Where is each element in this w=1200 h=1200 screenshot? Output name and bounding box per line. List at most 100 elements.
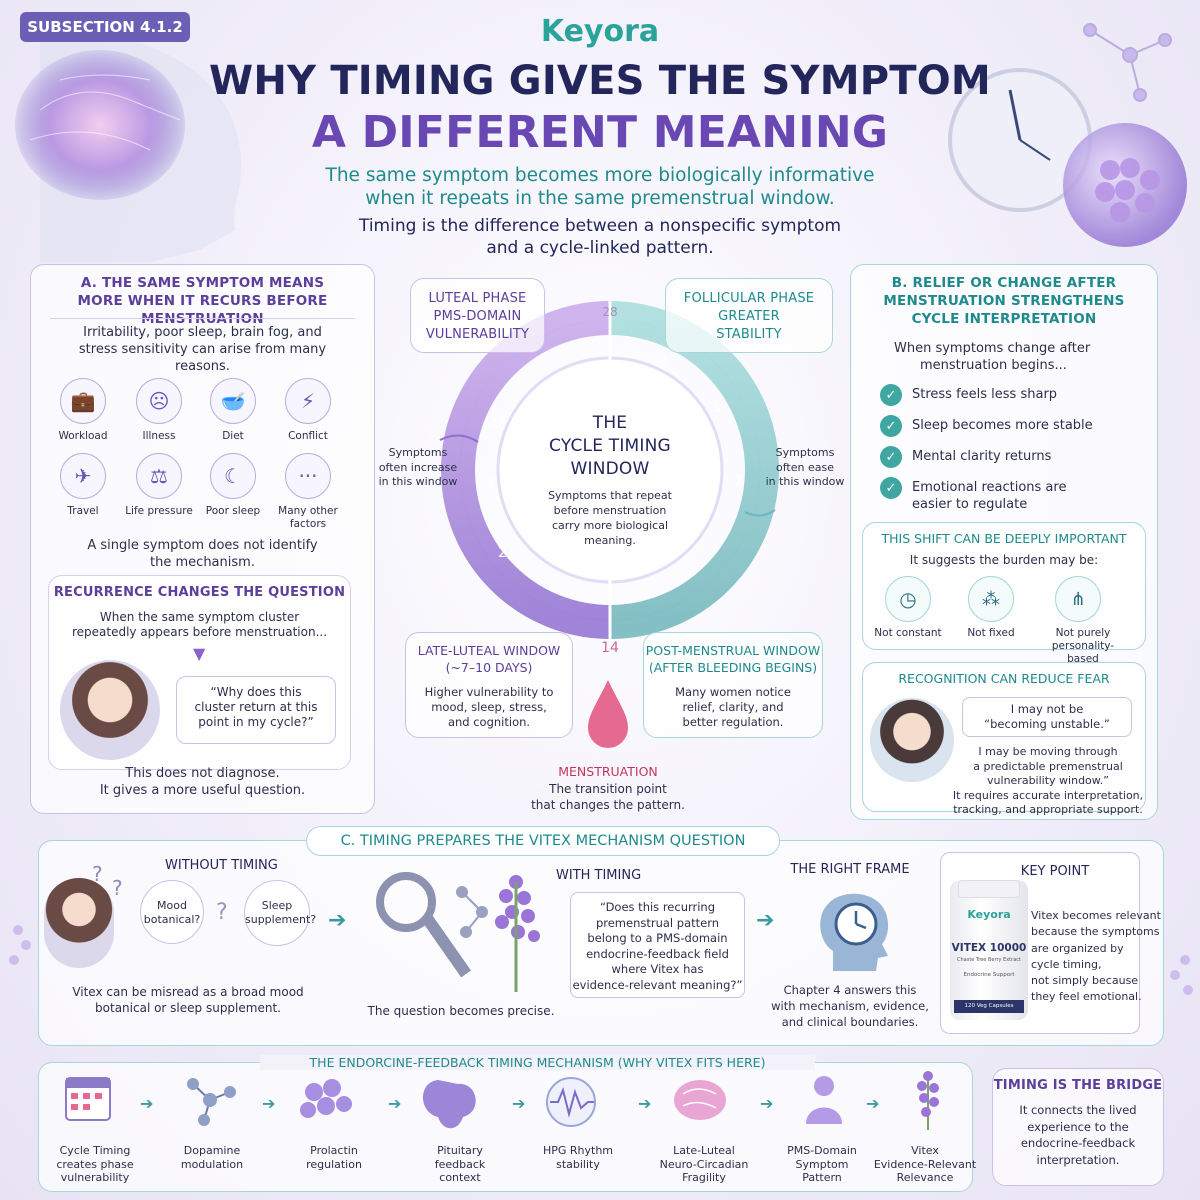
clock-icon: ◷ — [885, 576, 931, 622]
step1-line-3: vulnerability — [60, 1171, 130, 1184]
section-c-title: C. TIMING PREPARES THE VITEX MECHANISM Q… — [340, 833, 746, 849]
section-a-footer-1: This does not diagnose. — [125, 766, 280, 781]
without-timing-title: WITHOUT TIMING — [165, 858, 278, 873]
section-a-note: A single symptom does not identify the m… — [40, 537, 365, 571]
follicular-phase-box — [665, 278, 833, 353]
section-a-intro-2: stress sensitivity can arise from many — [78, 342, 327, 357]
step5-line-1: HPG Rhythm — [542, 1144, 614, 1157]
step4-line-1: Pituitary — [437, 1144, 483, 1157]
step4-line-3: context — [439, 1171, 481, 1184]
key-lavender-icon — [376, 872, 540, 992]
moon-icon: ☾ — [210, 453, 256, 499]
right-note-1: Symptoms — [775, 446, 835, 459]
question-precise-label: The question becomes precise. — [367, 1004, 555, 1018]
check-item-sleep: ✓Sleep becomes more stable — [880, 415, 1093, 437]
page-title: WHY TIMING GIVES THE SYMPTOM — [150, 58, 1050, 104]
luteal-line-2: PMS-DOMAIN — [433, 309, 522, 324]
post-desc-1: Many women notice — [675, 685, 791, 699]
follicular-line-2: GREATER — [718, 309, 780, 324]
center-desc-1: Symptoms that repeat — [548, 489, 672, 502]
check-icon: ✓ — [880, 384, 902, 406]
center-desc-3: carry more biological — [551, 519, 669, 532]
bubble1-line-1: Mood — [157, 899, 187, 912]
arrow-right-icon: ➔ — [140, 1094, 154, 1113]
mechanism-step-8: Vitex Evidence-Relevant Relevance — [870, 1144, 980, 1185]
late-luteal-title: LATE-LUTEAL WINDOW (~7–10 DAYS) — [405, 642, 573, 676]
fear-title: RECOGNITION CAN REDUCE FEAR — [898, 671, 1110, 686]
icon-label-illness: Illness — [142, 430, 176, 442]
day-2: 2 — [658, 354, 668, 369]
icon-label-many-other-2: factors — [289, 518, 327, 530]
key-desc-3: are organized by — [1031, 941, 1124, 955]
center-title-1: THE — [592, 413, 628, 433]
with-q-1: “Does this recurring — [599, 900, 716, 914]
key-point-desc: Vitex becomes relevant because the sympt… — [1031, 908, 1161, 1006]
without-timing-desc: Vitex can be misread as a broad mood bot… — [60, 984, 316, 1016]
right-note-2: often ease — [776, 460, 834, 474]
title-line-2: A DIFFERENT MEANING — [311, 107, 889, 158]
right-frame-desc: Chapter 4 answers this with mechanism, e… — [770, 982, 930, 1030]
bottle-caps: 120 Veg Capsules — [954, 1000, 1024, 1013]
head-clock-icon — [820, 893, 889, 971]
late-luteal-box — [405, 632, 573, 738]
shift-label-constant: Not constant — [874, 627, 942, 639]
mechanism-title: THE ENDORCINE-FEEDBACK TIMING MECHANISM … — [260, 1055, 815, 1070]
step2-line-1: Dopamine — [183, 1144, 241, 1157]
step3-line-1: Prolactin — [310, 1144, 358, 1157]
bottle-sub: Chaste Tree Berry Extract — [957, 957, 1021, 963]
mechanism-step-5: HPG Rhythm stability — [523, 1144, 633, 1171]
network-icon: ⁂ — [968, 576, 1014, 622]
quote-bubble: “Why does this cluster return at this po… — [176, 676, 336, 744]
logo-text: Keyora — [540, 14, 660, 49]
post-menstrual-box — [643, 632, 823, 738]
mechanism-step-3: Prolactin regulation — [279, 1144, 389, 1171]
check-text-emotional-1: Emotional reactions are — [912, 480, 1067, 495]
center-desc-2: before menstruation — [553, 504, 667, 517]
step3-line-2: regulation — [306, 1157, 362, 1171]
late-luteal-desc: Higher vulnerability to mood, sleep, str… — [405, 685, 573, 730]
check-icon: ✓ — [880, 446, 902, 468]
fear-line-1: I may be moving through — [978, 745, 1118, 758]
recurrence-desc: When the same symptom cluster repeatedly… — [48, 610, 351, 640]
with-timing-title: WITH TIMING — [556, 868, 642, 883]
day-24-lower: 24 — [475, 474, 495, 492]
section-b-title-1: B. RELIEF OR CHANGE AFTER — [891, 275, 1117, 291]
subtitle2-line-1: Timing is the difference between a nonsp… — [358, 216, 842, 236]
recurrence-desc-1: When the same symptom cluster — [99, 610, 300, 624]
step8-line-3: Relevance — [896, 1171, 954, 1184]
arrow-right-icon: ➔ — [328, 908, 347, 933]
fear-desc: I may be moving through a predictable pr… — [938, 745, 1158, 818]
luteal-line-3: VULNERABILITY — [425, 327, 530, 342]
menstruation-desc: The transition point that changes the pa… — [505, 781, 711, 813]
illness-icon: ☹ — [136, 378, 182, 424]
icon-label-life-pressure: Life pressure — [125, 505, 193, 517]
with-q-4: endocrine-feedback field — [586, 946, 729, 961]
section-b-title: B. RELIEF OR CHANGE AFTER MENSTRUATION S… — [850, 274, 1158, 328]
right-frame-title: THE RIGHT FRAME — [790, 862, 910, 877]
branch-icon: ⋔ — [1055, 576, 1101, 622]
late-desc-1: Higher vulnerability to — [424, 685, 554, 699]
late-title-1: LATE-LUTEAL WINDOW — [417, 643, 561, 658]
day-24-upper: 24 — [487, 412, 507, 430]
fear-line-5: tracking, and appropriate support. — [953, 803, 1143, 816]
post-title-2: (AFTER BLEEDING BEGINS) — [648, 660, 818, 675]
follicular-line-1: FOLLICULAR PHASE — [683, 291, 815, 306]
mens-desc-1: The transition point — [549, 782, 667, 796]
center-title-2: CYCLE TIMING — [549, 436, 671, 456]
with-q-6: evidence-relevant meaning?” — [572, 977, 743, 992]
with-q-5: where Vitex has — [611, 962, 704, 976]
icon-label-diet: Diet — [222, 430, 244, 442]
mechanism-step-6: Late-Luteal Neuro-Circadian Fragility — [649, 1144, 759, 1185]
section-a-intro-3: reasons. — [175, 359, 230, 374]
late-title-2: (~7–10 DAYS) — [445, 660, 533, 675]
check-text-stress: Stress feels less sharp — [912, 387, 1058, 402]
mechanism-step-2: Dopamine modulation — [157, 1144, 267, 1171]
section-a-footer: This does not diagnose. It gives a more … — [40, 765, 365, 799]
left-window-note: Symptoms often increase in this window — [378, 446, 458, 490]
section-a-note-2: the mechanism. — [150, 555, 255, 570]
diet-icon: 🥣 — [210, 378, 256, 424]
day-5: 5 — [712, 401, 722, 416]
menstruation-label: MENSTRUATION — [558, 764, 658, 779]
with-q-3: belong to a PMS-domain — [587, 931, 728, 945]
fear-line-3: vulnerability window.” — [987, 774, 1109, 787]
